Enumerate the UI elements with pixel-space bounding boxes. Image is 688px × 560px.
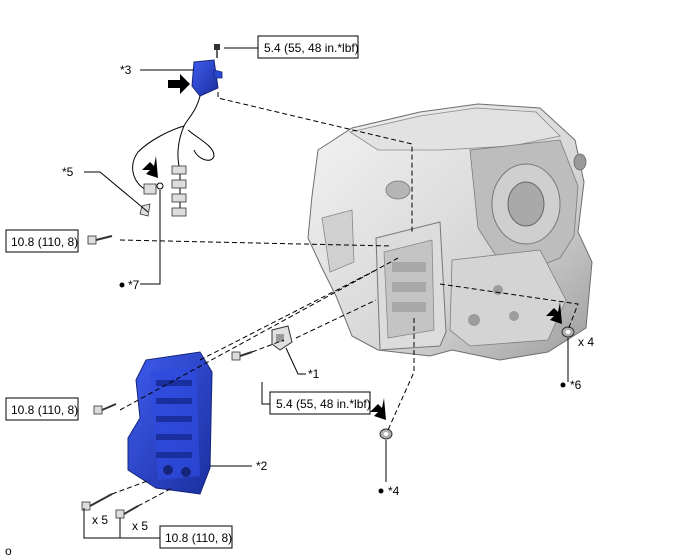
o-ring-right (561, 326, 575, 338)
callout-4: *4 (388, 484, 400, 498)
callout-5: *5 (62, 165, 74, 179)
bullet-dot (378, 488, 384, 494)
assembly-dashed-lines (111, 92, 579, 507)
torque-spec-mid: 5.4 (55, 48 in.*lbf) (269, 391, 371, 415)
leader-lines (83, 47, 569, 539)
bolt-valve-body-short (115, 505, 139, 519)
corner-mark: o (5, 544, 12, 558)
transmission-housing (307, 103, 593, 361)
speed-sensor (271, 325, 293, 351)
bolt-valve-body-long (81, 493, 113, 511)
quantity-bolt-b: x 5 (132, 519, 148, 533)
bolt-top (214, 44, 220, 58)
torque-spec-top: 5.4 (55, 48 in.*lbf) (257, 35, 359, 59)
bullet-dot (560, 382, 566, 388)
bullet-dot (119, 282, 125, 288)
arrow-icon (168, 74, 190, 94)
quantity-bolt-a: x 5 (92, 513, 108, 527)
callout-3: *3 (120, 63, 132, 77)
svg-text:10.8 (110, 8): 10.8 (110, 8) (11, 403, 78, 417)
bolt-valve-body-side (93, 403, 117, 415)
svg-text:10.8 (110, 8): 10.8 (110, 8) (11, 235, 78, 249)
torque-spec-left-lower: 10.8 (110, 8) (5, 397, 79, 421)
pointer-arrows (142, 74, 562, 420)
valve-body-assembly (127, 351, 213, 495)
svg-text:5.4 (55, 48 in.*lbf): 5.4 (55, 48 in.*lbf) (264, 41, 359, 55)
bolt-sensor (231, 351, 253, 361)
callout-2: *2 (256, 459, 268, 473)
bolt-harness-bracket (87, 235, 113, 245)
callout-7: *7 (128, 278, 140, 292)
svg-text:5.4 (55, 48 in.*lbf): 5.4 (55, 48 in.*lbf) (276, 397, 371, 411)
callout-6: *6 (570, 378, 582, 392)
callout-1: *1 (308, 367, 320, 381)
o-ring-harness (156, 182, 164, 190)
arrow-icon (370, 398, 386, 420)
o-ring-lower (379, 428, 393, 440)
quantity-right: x 4 (578, 335, 594, 349)
arrow-icon (142, 156, 158, 178)
torque-spec-bottom: 10.8 (110, 8) (159, 525, 233, 549)
torque-spec-left-upper: 10.8 (110, 8) (5, 229, 79, 253)
solenoid-wire-harness (132, 59, 223, 217)
arrow-icon (546, 302, 562, 324)
svg-text:10.8 (110, 8): 10.8 (110, 8) (165, 531, 232, 545)
